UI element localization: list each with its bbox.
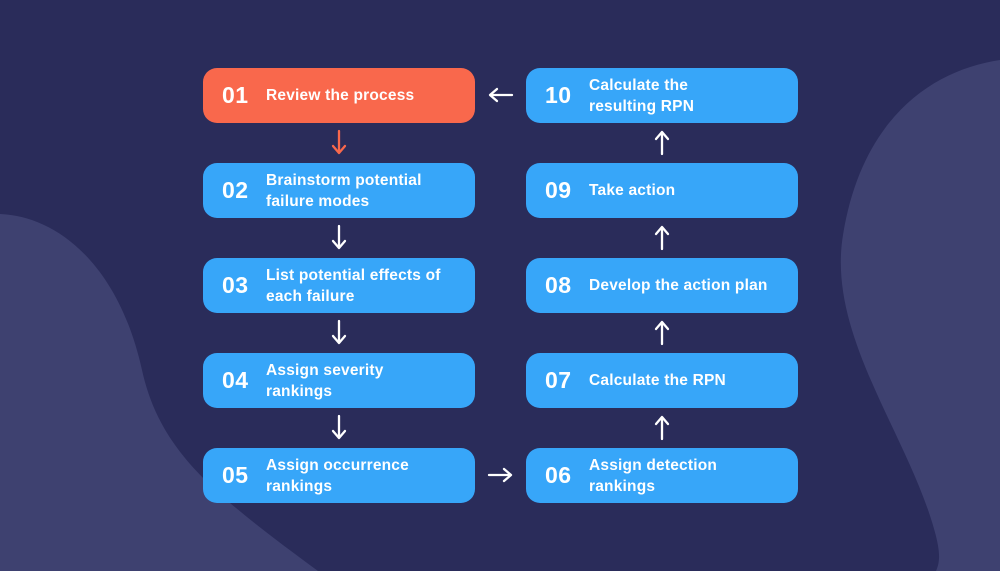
step-number: 06 [545,462,572,488]
step-box-06: 06 Assign detection rankings [526,448,798,503]
background-blob-right [840,60,1000,571]
step-label: List potential effects of each failure [266,266,441,305]
arrow-down-icon [331,224,347,251]
arrow-down-icon [331,129,347,156]
step-box-05: 05 Assign occurrence rankings [203,448,475,503]
step-label: Develop the action plan [589,277,768,294]
step-label: Brainstorm potential failure modes [266,171,422,210]
arrow-up-icon [654,319,670,346]
step-label: Assign severity rankings [266,361,384,400]
step-number: 05 [222,462,249,488]
step-number: 02 [222,177,249,203]
step-label: Assign occurrence rankings [266,456,409,495]
step-box-02: 02 Brainstorm potential failure modes [203,163,475,218]
arrow-right-icon [487,467,514,483]
step-box-10: 10 Calculate the resulting RPN [526,68,798,123]
arrow-left-icon [487,87,514,103]
step-label: Take action [589,182,676,199]
step-number: 04 [222,367,249,393]
step-label: Review the process [266,87,415,104]
arrow-up-icon [654,224,670,251]
step-number: 08 [545,272,572,298]
step-box-01: 01 Review the process [203,68,475,123]
step-label: Assign detection rankings [589,456,718,495]
step-label: Calculate the RPN [589,372,726,389]
step-number: 03 [222,272,249,298]
step-box-09: 09 Take action [526,163,798,218]
background-blob-left [0,214,318,571]
arrow-down-icon [331,414,347,441]
arrow-up-icon [654,414,670,441]
step-number: 01 [222,82,249,108]
step-box-08: 08 Develop the action plan [526,258,798,313]
step-box-03: 03 List potential effects of each failur… [203,258,475,313]
step-number: 07 [545,367,572,393]
step-box-04: 04 Assign severity rankings [203,353,475,408]
step-label: Calculate the resulting RPN [589,76,695,115]
step-box-07: 07 Calculate the RPN [526,353,798,408]
arrow-up-icon [654,129,670,156]
step-number: 09 [545,177,572,203]
step-number: 10 [545,82,572,108]
arrow-down-icon [331,319,347,346]
